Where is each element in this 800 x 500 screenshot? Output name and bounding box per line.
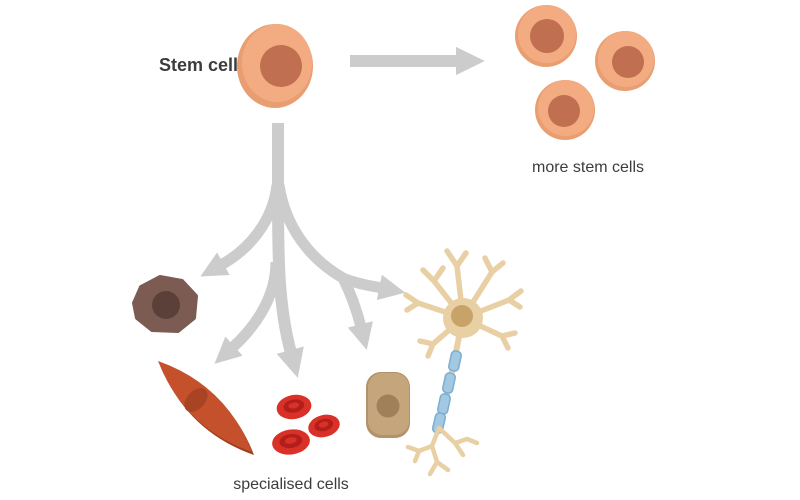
red-blood-cells-icon (272, 394, 340, 455)
brown-cell-icon (132, 275, 198, 333)
red-blood-cell-3 (272, 429, 310, 455)
small-stem-cell-2 (595, 31, 655, 91)
stem-cell-cluster-icon (515, 5, 655, 140)
more-stem-cells-label: more stem cells (531, 159, 645, 176)
branch-arrows-icon (200, 123, 406, 378)
small-stem-cell-1 (515, 5, 577, 67)
stem-cell-icon (237, 24, 313, 108)
red-blood-cell-1 (276, 394, 312, 420)
red-blood-cell-2 (308, 414, 340, 438)
small-stem-cell-3 (535, 80, 595, 140)
tan-cell-icon (366, 372, 410, 438)
muscle-cell-icon (158, 361, 254, 455)
specialised-cells-label: specialised cells (233, 476, 349, 493)
neuron-icon (403, 248, 524, 477)
stem-cell-label: Stem cell (158, 55, 238, 75)
myelin-sheath-icon (431, 350, 462, 434)
